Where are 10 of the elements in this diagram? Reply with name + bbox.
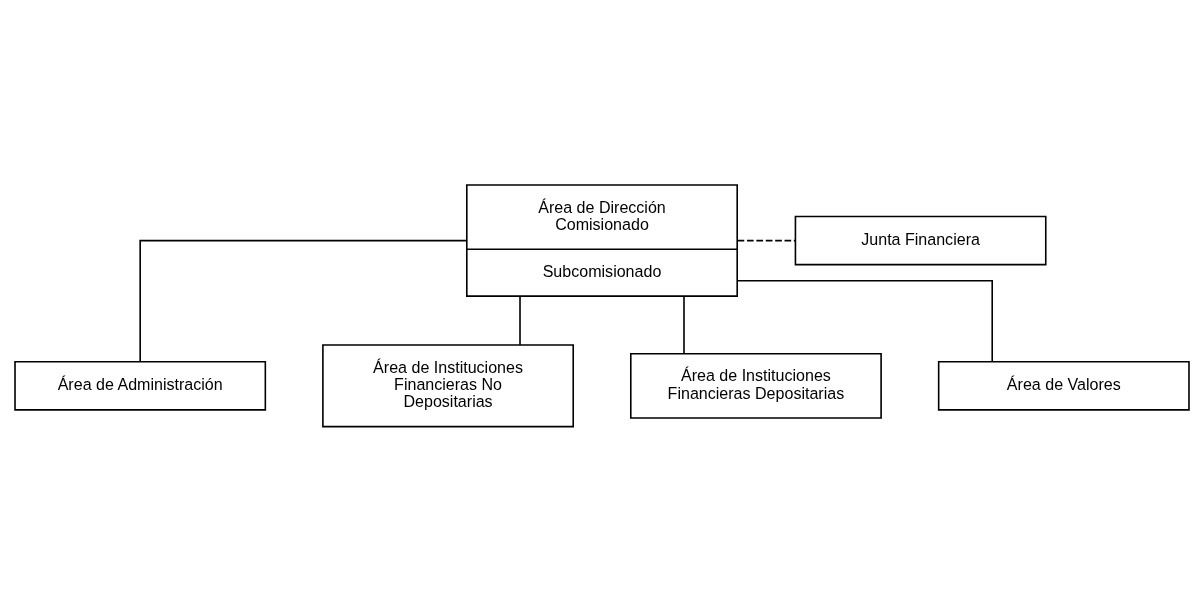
node-box: Área de Administración — [14, 360, 267, 411]
connector — [519, 295, 521, 346]
connector — [736, 239, 797, 241]
node-box: Área de Instituciones Financieras No Depositarias — [322, 343, 575, 427]
connector — [139, 239, 468, 362]
connector — [736, 279, 993, 362]
node-box: Junta Financiera — [794, 215, 1047, 265]
connector — [683, 295, 685, 354]
node-box: Área de Instituciones Financieras Depositarias — [629, 352, 882, 419]
node-box: Área de Valores — [937, 360, 1190, 411]
